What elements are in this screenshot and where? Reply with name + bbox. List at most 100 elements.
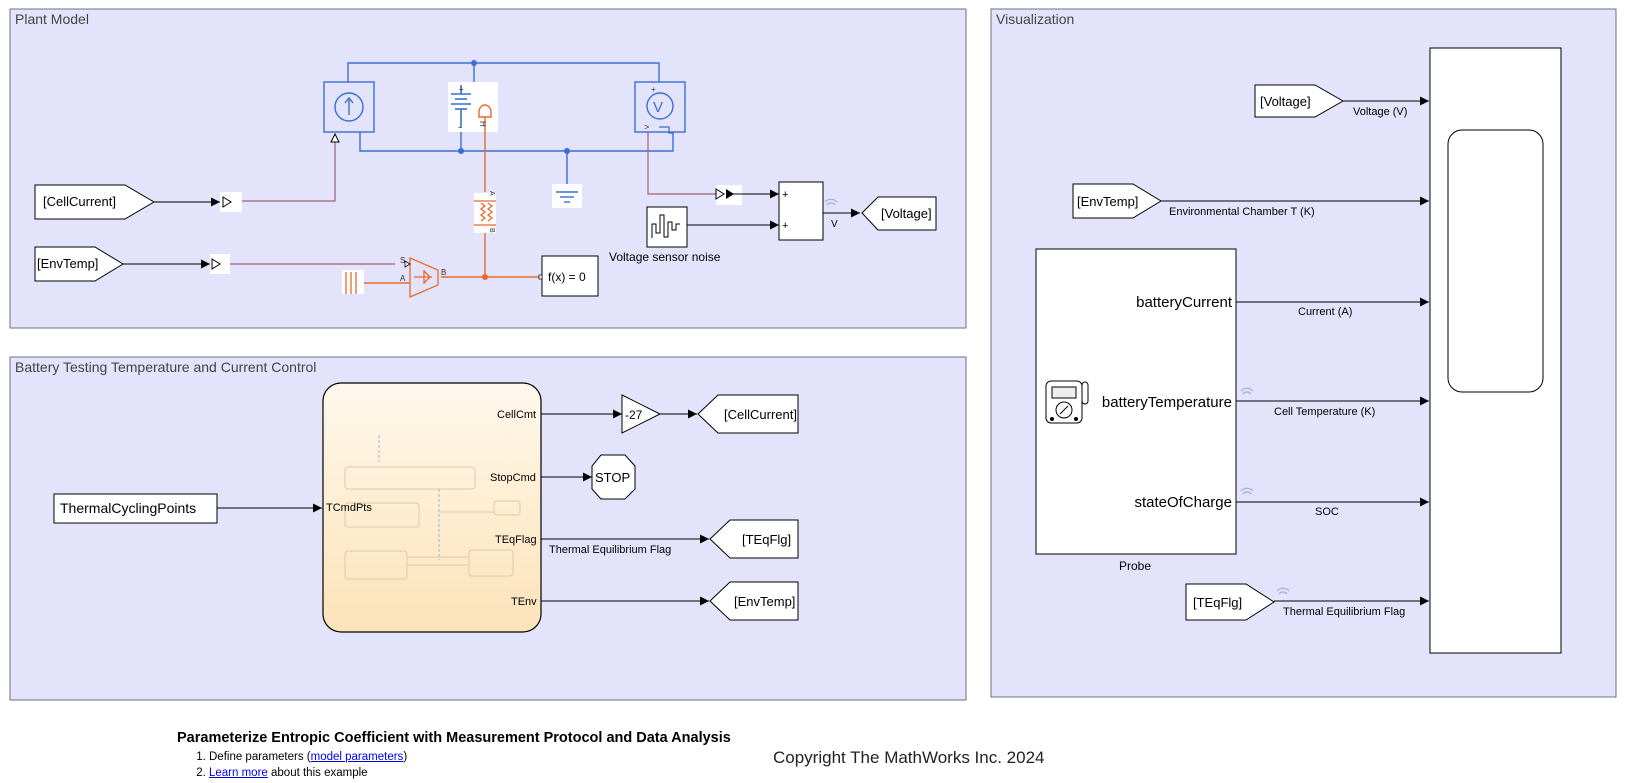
item1-prefix: Define parameters ( [209,751,311,763]
signal-v-label: V [831,219,838,230]
chart-input-tcmdpts: TCmdPts [326,502,372,514]
signal-soc-label: SOC [1315,506,1339,518]
from-cellcurrent-label: [CellCurrent] [43,194,116,209]
chart-output-teqflag: TEqFlag [495,534,537,546]
from-voltage-label: [Voltage] [1260,94,1311,109]
annotation-item-1: Define parameters (model parameters) [209,749,407,765]
solver-config-label: f(x) = 0 [548,270,586,284]
area-plant-model[interactable]: Plant Model [9,8,967,329]
simulink-ps-converter-2[interactable] [210,254,230,274]
annotation-title: Parameterize Entropic Coefficient with M… [177,730,731,746]
sensor-plus-label: + [651,85,656,94]
voltage-sensor-noise-block[interactable]: Voltage sensor noise [609,206,721,264]
gain-block[interactable]: -27 [621,394,662,434]
connection-node [458,148,464,154]
from-cellcurrent-tag[interactable]: [CellCurrent] [34,184,155,220]
wireless-icon [1240,487,1254,495]
model-annotation: Parameterize Entropic Coefficient with M… [177,730,777,746]
probe-port-battery-current: batteryCurrent [1136,294,1233,311]
goto-cellcurrent-tag[interactable]: [CellCurrent] [697,394,799,434]
from-envtemp-label: [EnvTemp] [37,256,98,271]
battery-icon [451,85,471,128]
scope-display [1447,129,1544,393]
thermal-reference-block[interactable] [342,270,364,294]
resistor-port-a-label: A [488,191,495,196]
ps-simulink-converter[interactable] [715,185,779,205]
chart-output-stopcmd: StopCmd [490,472,536,484]
voltmeter-icon [646,92,674,120]
copyright-text: Copyright The MathWorks Inc. 2024 [773,748,1045,767]
battery-cell-block[interactable]: + - H [448,82,498,132]
chart-preview-states [344,435,521,580]
thermal-port-icon [478,104,492,128]
signal-teq-flag-label: Thermal Equilibrium Flag [1283,606,1405,618]
chart-output-cellcmt: CellCmt [497,409,536,421]
stateflow-chart-block[interactable]: TCmdPts CellCmt StopCmd TEqFlag TEnv [322,382,542,633]
sum-block[interactable]: + + [778,181,824,241]
probe-port-state-of-charge: stateOfCharge [1134,494,1232,511]
battery-h-label: H [478,121,487,127]
goto-teqflg-tag[interactable]: [TEqFlg] [709,519,799,559]
temp-source-port-b: B [441,268,446,277]
probe-port-battery-temperature: batteryTemperature [1102,394,1232,411]
goto-teqflg-label: [TEqFlg] [742,532,791,547]
teq-signal-label: Thermal Equilibrium Flag [549,544,671,556]
probe-label: Probe [1119,559,1151,573]
area-visualization-title: Visualization [996,11,1074,27]
voltage-sensor-block[interactable]: V + > [634,81,686,134]
annotation-list: Define parameters (model parameters) Lea… [177,749,407,781]
signal-env-temp-label: Environmental Chamber T (K) [1169,206,1315,218]
current-source-icon [334,92,364,122]
physical-signal-lines [226,132,716,265]
chart-output-tenv: TEnv [511,596,537,608]
goto-envtemp-label: [EnvTemp] [734,594,795,609]
from-envtemp-tag-viz[interactable]: [EnvTemp] [1072,183,1162,219]
electrical-reference-block[interactable] [552,184,582,208]
thermal-cycling-points-block[interactable]: ThermalCyclingPoints [53,493,218,524]
sum-input-2-sign: + [782,220,788,232]
signal-cell-temp-label: Cell Temperature (K) [1274,406,1375,418]
simulink-ps-converter-1[interactable] [220,192,242,212]
thermal-cycling-points-label: ThermalCyclingPoints [60,500,196,516]
thermal-network-lines [357,128,542,284]
resistor-port-b-label: B [488,228,495,233]
goto-envtemp-tag[interactable]: [EnvTemp] [709,581,799,621]
wireless-icon [824,198,838,206]
connection-node [471,60,477,66]
battery-plus-label: + [459,85,464,94]
signal-current-label: Current (A) [1298,306,1352,318]
goto-voltage-label: [Voltage] [881,206,932,221]
controlled-temperature-source-block[interactable]: S A B [400,256,446,298]
thermal-node [482,274,488,280]
item1-suffix: ) [403,751,408,763]
model-parameters-link[interactable]: model parameters [310,751,404,763]
solver-configuration-block[interactable]: f(x) = 0 [538,255,599,297]
from-envtemp-viz-label: [EnvTemp] [1077,194,1138,209]
ps-input-port [330,132,340,143]
from-voltage-tag[interactable]: [Voltage] [1254,84,1345,118]
stop-simulation-block[interactable]: STOP [591,454,636,500]
controlled-current-source-block[interactable] [323,81,375,133]
stop-label: STOP [595,470,630,485]
thermal-resistor-block[interactable]: A B [474,191,496,233]
wireless-icon [1240,387,1254,395]
noise-icon [651,214,680,238]
item2-suffix: about this example [267,767,368,779]
goto-voltage-tag[interactable]: [Voltage] [861,196,937,231]
svg-text:V: V [653,99,663,116]
from-envtemp-tag-plant[interactable]: [EnvTemp] [34,246,124,282]
from-teqflg-tag[interactable]: [TEqFlg] [1185,583,1275,621]
probe-block[interactable]: batteryCurrent batteryTemperature stateO… [1035,248,1237,573]
annotation-item-2: Learn more about this example [209,765,407,781]
signal-voltage-label: Voltage (V) [1353,106,1407,118]
temp-source-port-a: A [400,274,406,283]
learn-more-link[interactable]: Learn more [209,767,268,779]
area-plant-model-title: Plant Model [15,11,89,27]
area-control-title: Battery Testing Temperature and Current … [15,359,316,375]
connection-node [564,148,570,154]
electrical-network-lines [347,62,674,188]
wireless-icon [1276,587,1290,595]
multimeter-icon [1045,380,1089,424]
scope-block[interactable] [1429,47,1562,654]
